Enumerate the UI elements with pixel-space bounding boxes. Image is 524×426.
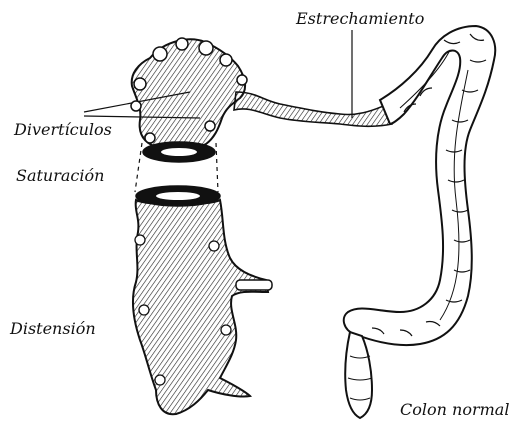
diverticular-sigmoid [131,38,247,162]
saturacion-guide-left [135,143,142,192]
distended-mass [133,200,268,414]
distended-colon [133,186,272,414]
label-distension: Distensión [10,321,96,337]
label-colon-normal: Colon normal [400,402,509,418]
label-saturacion: Saturación [16,168,104,184]
saturacion-guide-right [216,143,218,192]
rectum [345,332,372,418]
label-estrechamiento: Estrechamiento [296,11,424,27]
side-projection [236,280,272,290]
colon-tube [344,26,495,345]
label-diverticulos: Divertículos [14,122,112,138]
normal-colon [344,26,495,418]
narrowed-segment [234,92,392,126]
